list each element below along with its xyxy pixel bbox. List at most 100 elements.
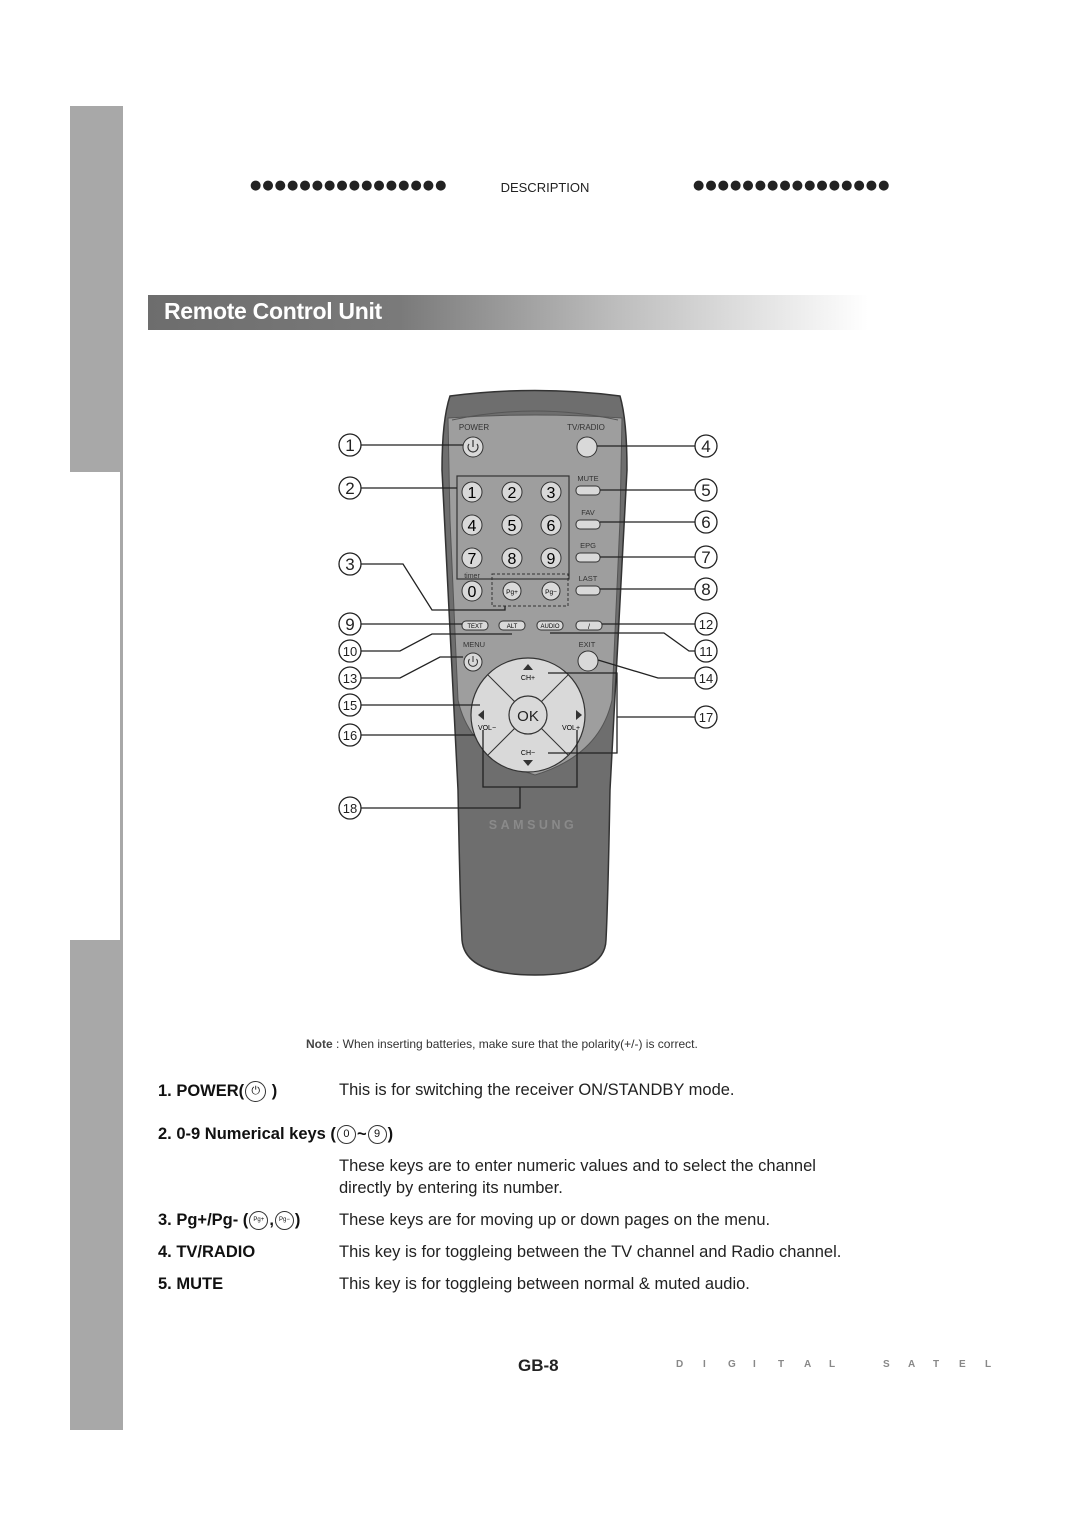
ok-button[interactable]: OK	[517, 708, 539, 725]
digit-button-6[interactable]: 6	[540, 514, 562, 536]
svg-text:1: 1	[468, 485, 477, 502]
digit-button-8[interactable]: 8	[501, 547, 523, 569]
mute-button[interactable]	[575, 485, 601, 496]
callout-1: 1	[338, 433, 362, 457]
svg-text:7: 7	[701, 548, 710, 567]
callout-10: 10	[338, 639, 362, 663]
digit-button-1[interactable]: 1	[461, 481, 483, 503]
menu-button[interactable]	[463, 652, 483, 672]
epg-label: EPG	[580, 541, 596, 550]
callout-lines	[361, 444, 696, 809]
header-dots-left: ●●●●●●●●●●●●●●●●	[250, 178, 448, 193]
pg-plus-button[interactable]: Pg+	[502, 581, 522, 601]
pg-minus-button[interactable]: Pg−	[541, 581, 561, 601]
callout-18: 18	[338, 796, 362, 820]
vol-minus-label: VOL−	[478, 725, 496, 732]
ch-up-arrow-icon	[523, 664, 533, 670]
digit-button-2[interactable]: 2	[501, 481, 523, 503]
callout-4: 4	[694, 434, 718, 458]
header-dots-right: ●●●●●●●●●●●●●●●●	[693, 178, 891, 193]
digit-9-icon: 9	[367, 1125, 387, 1145]
item-2-label: 2. 0-9 Numerical keys (0~9)	[158, 1125, 394, 1145]
svg-text:3: 3	[345, 555, 354, 574]
brand-logo: SAMSUNG	[489, 818, 577, 832]
epg-button[interactable]	[575, 552, 601, 563]
svg-text:ALT: ALT	[507, 624, 518, 630]
svg-text:10: 10	[343, 644, 357, 659]
svg-text:16: 16	[343, 728, 357, 743]
svg-text:12: 12	[699, 617, 713, 632]
power-button[interactable]	[462, 436, 484, 458]
svg-text:AUDIO: AUDIO	[540, 624, 559, 630]
callout-7: 7	[694, 545, 718, 569]
svg-text:0: 0	[468, 584, 477, 601]
svg-text:18: 18	[343, 801, 357, 816]
svg-text:6: 6	[547, 518, 556, 535]
navigation-pad[interactable]	[470, 657, 586, 773]
svg-text:1: 1	[345, 436, 354, 455]
svg-text:Pg+: Pg+	[506, 589, 518, 596]
svg-text:14: 14	[699, 671, 713, 686]
item-3-desc: These keys are for moving up or down pag…	[339, 1211, 771, 1229]
vol-right-arrow-icon	[576, 710, 582, 720]
battery-note: Note : When inserting batteries, make su…	[306, 1037, 698, 1051]
last-label: LAST	[579, 574, 598, 583]
svg-text:9: 9	[547, 551, 556, 568]
side-tab-top	[70, 106, 123, 472]
svg-text:9: 9	[345, 615, 354, 634]
side-tab-bottom	[70, 940, 123, 1430]
svg-text:Pg−: Pg−	[545, 589, 557, 596]
slash-button[interactable]: /	[575, 620, 603, 631]
item-1-label: 1. POWER(⏻ )	[158, 1081, 277, 1102]
item-4-desc: This key is for toggleing between the TV…	[339, 1243, 842, 1261]
callout-numbers: 1 2 3 4 5 6 7 8 9 10 11 12 13 14 15 16 1…	[338, 433, 718, 820]
svg-text:8: 8	[508, 551, 517, 568]
power-label: POWER	[459, 423, 489, 432]
svg-text:/: /	[588, 624, 590, 631]
note-label: Note	[306, 1037, 333, 1051]
audio-button[interactable]: AUDIO	[536, 620, 564, 631]
item-5-desc: This key is for toggleing between normal…	[339, 1275, 750, 1293]
callout-17: 17	[694, 705, 718, 729]
callout-14: 14	[694, 666, 718, 690]
menu-label: MENU	[463, 640, 485, 649]
item-4-label: 4. TV/RADIO	[158, 1243, 256, 1261]
item-2-desc-line2: directly by entering its number.	[339, 1179, 563, 1197]
digit-button-7[interactable]: 7	[461, 547, 483, 569]
callout-15: 15	[338, 693, 362, 717]
item-3-label: 3. Pg+/Pg- (Pg+,Pg−)	[158, 1211, 301, 1231]
pg-plus-icon: Pg+	[249, 1211, 269, 1231]
fav-button[interactable]	[575, 519, 601, 530]
mute-label: MUTE	[577, 474, 598, 483]
svg-text:17: 17	[699, 710, 713, 725]
digit-button-3[interactable]: 3	[540, 481, 562, 503]
item-5-label: 5. MUTE	[158, 1275, 224, 1293]
callout-6: 6	[694, 510, 718, 534]
svg-text:8: 8	[701, 580, 710, 599]
ch-plus-label: CH+	[521, 675, 535, 682]
svg-text:TEXT: TEXT	[467, 624, 483, 630]
svg-text:3: 3	[547, 485, 556, 502]
svg-text:4: 4	[701, 437, 710, 456]
exit-button[interactable]	[577, 650, 599, 672]
digit-0-icon: 0	[336, 1125, 356, 1145]
svg-text:5: 5	[701, 481, 710, 500]
last-button[interactable]	[575, 585, 601, 596]
digit-button-9[interactable]: 9	[540, 547, 562, 569]
callout-9: 9	[338, 612, 362, 636]
svg-text:6: 6	[701, 513, 710, 532]
digit-button-5[interactable]: 5	[501, 514, 523, 536]
tv-radio-button[interactable]	[576, 436, 598, 458]
digit-button-0[interactable]: 0	[461, 580, 483, 602]
text-button[interactable]: TEXT	[461, 620, 489, 631]
digit-button-4[interactable]: 4	[461, 514, 483, 536]
item-2-desc-line1: These keys are to enter numeric values a…	[339, 1157, 816, 1175]
timer-label: timer	[464, 573, 480, 580]
callout-3: 3	[338, 552, 362, 576]
item-1-desc: This is for switching the receiver ON/ST…	[339, 1081, 735, 1099]
alt-button[interactable]: ALT	[498, 620, 526, 631]
page-number: GB-8	[518, 1356, 559, 1375]
pg-minus-icon: Pg−	[274, 1211, 294, 1231]
callout-2: 2	[338, 476, 362, 500]
callout-11: 11	[694, 639, 718, 663]
